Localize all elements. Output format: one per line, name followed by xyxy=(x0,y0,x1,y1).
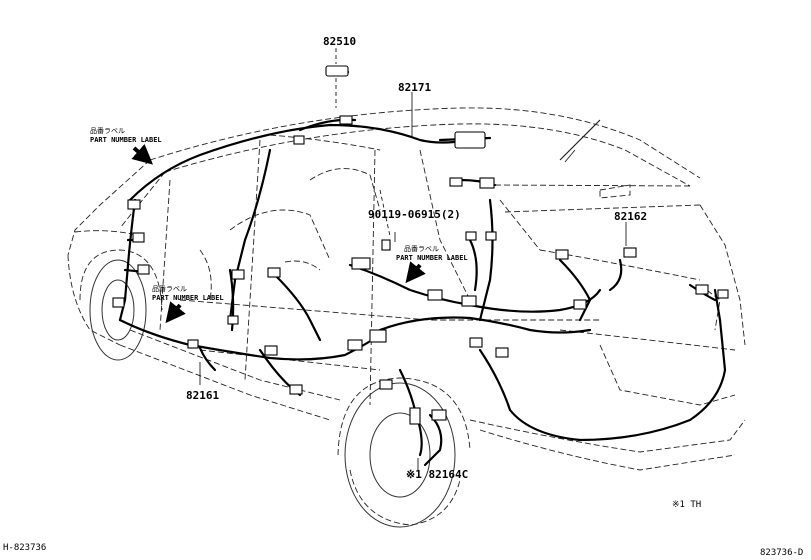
part-label-82164c: ※1 82164C xyxy=(406,469,468,480)
connectors xyxy=(112,65,729,425)
part-label-90119: 90119-06915(2) xyxy=(368,208,461,221)
part-number-label-en-3: PART NUMBER LABEL xyxy=(396,254,468,262)
part-number-label-en-1: PART NUMBER LABEL xyxy=(90,136,162,144)
part-number: 82164C xyxy=(428,468,469,481)
part-number-label-en-2: PART NUMBER LABEL xyxy=(152,294,224,302)
part-number-label-jp-1: 品番ラベル xyxy=(90,127,125,135)
illustration-id-left: H-823736 xyxy=(3,543,47,553)
footnote-mark: ※1 xyxy=(672,500,685,510)
label-arrows xyxy=(131,143,426,324)
part-label-82510: 82510 xyxy=(323,35,357,48)
part-number-label-jp-3: 品番ラベル xyxy=(404,245,439,253)
wheels xyxy=(89,259,456,528)
part-label-82161: 82161 xyxy=(186,389,220,402)
leader-lines xyxy=(199,48,627,470)
part-label-82162: 82162 xyxy=(614,210,648,223)
part-label-82171: 82171 xyxy=(398,81,432,94)
part-number-label-jp-2: 品番ラベル xyxy=(152,285,187,293)
footnote-text: TH xyxy=(690,500,702,510)
footnote: ※1 TH xyxy=(672,500,701,511)
note-mark: ※1 xyxy=(406,468,422,481)
illustration-id-right: 823736-D xyxy=(760,548,804,558)
